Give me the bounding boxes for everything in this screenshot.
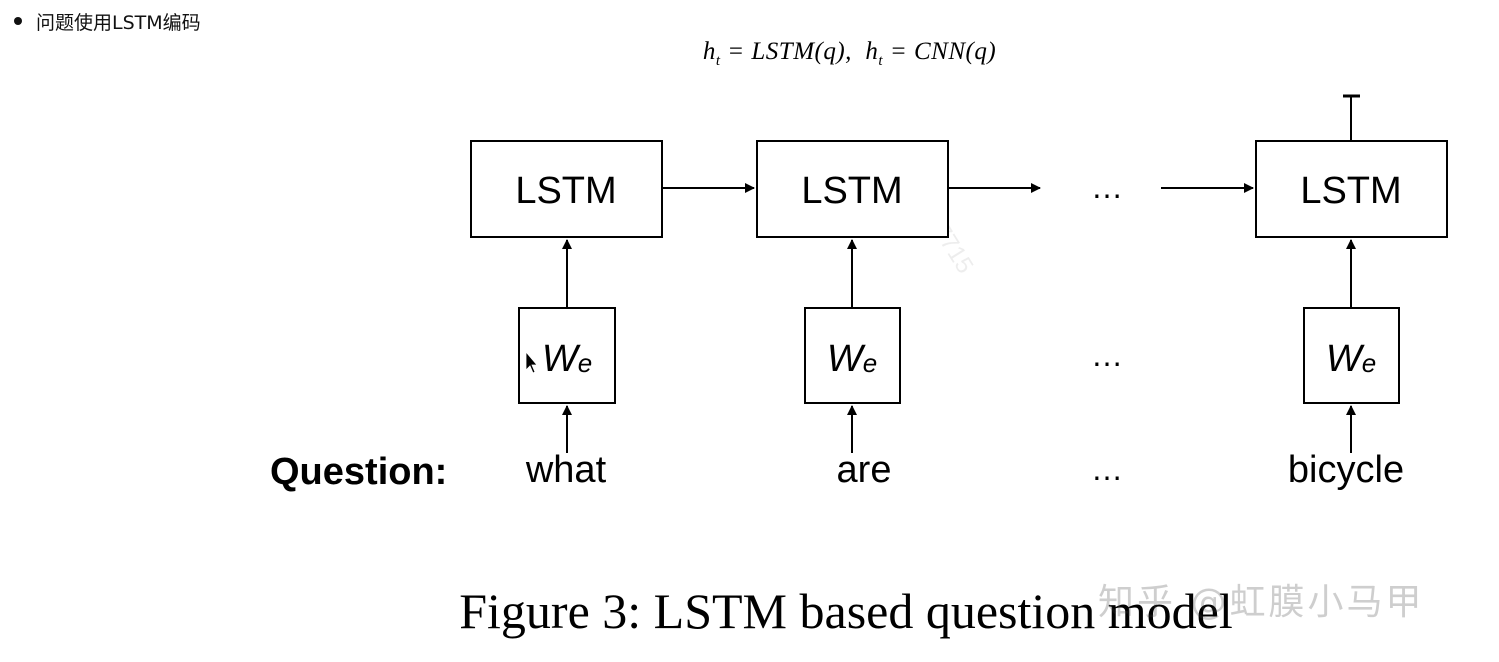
lstm-cell-1: LSTM bbox=[470, 140, 663, 238]
word-are: are bbox=[837, 449, 892, 491]
embed-e-2: e bbox=[863, 348, 877, 378]
svg-text:We: We bbox=[1326, 338, 1376, 380]
lstm-cell-2: LSTM bbox=[756, 140, 949, 238]
formula-sub1: t bbox=[715, 53, 721, 69]
embed-w-2: W bbox=[827, 338, 866, 380]
embed-cell-2: We bbox=[804, 307, 901, 404]
bullet-text: 问题使用LSTM编码 bbox=[36, 11, 201, 34]
word-what: what bbox=[525, 449, 607, 491]
formula-rhs2: = CNN(q) bbox=[889, 38, 997, 65]
svg-text:We: We bbox=[827, 338, 877, 380]
bullet-dot bbox=[14, 17, 22, 25]
formula-h2: h bbox=[865, 38, 879, 65]
figure-caption: Figure 3: LSTM based question model bbox=[459, 583, 1233, 639]
bullet-item: 问题使用LSTM编码 bbox=[14, 8, 201, 34]
embed-w-1: W bbox=[542, 338, 581, 380]
formula-sub2: t bbox=[878, 53, 884, 69]
ellipsis-bottom: … bbox=[1091, 451, 1123, 487]
embed-w-3: W bbox=[1326, 338, 1365, 380]
embed-e-3: e bbox=[1362, 348, 1376, 378]
embed-e-1: e bbox=[578, 348, 592, 378]
embed-cell-3: We bbox=[1303, 307, 1400, 404]
mouse-cursor-icon bbox=[525, 350, 538, 374]
lstm-label-3: LSTM bbox=[1300, 170, 1401, 212]
lstm-label-1: LSTM bbox=[515, 170, 616, 212]
formula-h1: h bbox=[702, 38, 716, 65]
question-label: Question: bbox=[270, 451, 447, 493]
formula-rhs1: = LSTM(q), bbox=[727, 38, 852, 65]
ellipsis-middle: … bbox=[1091, 337, 1123, 373]
svg-text:We: We bbox=[542, 338, 592, 380]
site-watermark: 知乎 @虹膜小马甲 bbox=[1098, 582, 1425, 623]
lstm-cell-3: LSTM bbox=[1255, 140, 1448, 238]
ellipsis-top: … bbox=[1091, 169, 1123, 205]
lstm-label-2: LSTM bbox=[801, 170, 902, 212]
word-bicycle: bicycle bbox=[1288, 449, 1404, 491]
embed-cell-1: We bbox=[518, 307, 616, 404]
formula: ht = LSTM(q), ht = CNN(q) bbox=[0, 38, 1499, 70]
